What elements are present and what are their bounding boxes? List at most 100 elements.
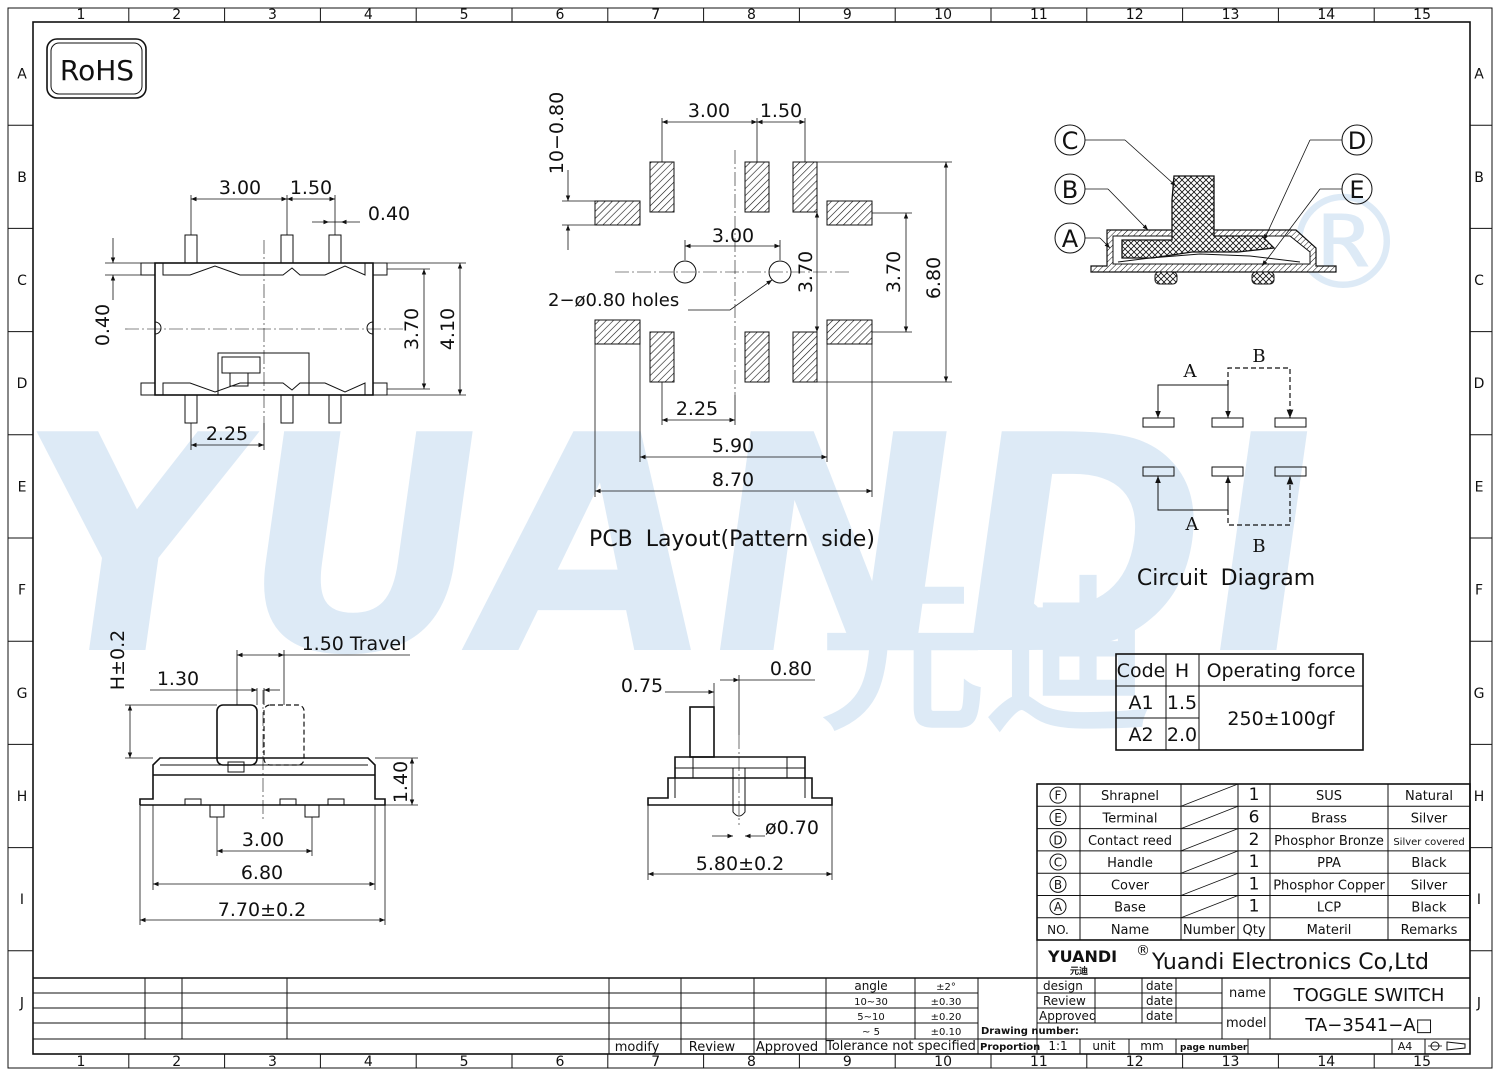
force-row1-code: A1 (1128, 692, 1153, 714)
title-drawing-number: Drawing number: (981, 1026, 1079, 1037)
side-dim-300: 3.00 (242, 829, 284, 851)
rohs-label: RoHS (60, 54, 134, 87)
bom-mark: B (1054, 878, 1062, 892)
grid-row-F-left: F (18, 583, 26, 599)
tol-5-10: 5~10 (857, 1012, 884, 1023)
pcb-pad (594, 319, 641, 345)
bom-mark-circle (1049, 875, 1067, 893)
side-dim-680: 6.80 (241, 862, 283, 884)
grid-row-B-left: B (17, 170, 27, 186)
grid-row-C-right: C (1474, 273, 1484, 289)
bom-remarks: Black (1411, 856, 1447, 871)
pcb-pad (649, 161, 675, 213)
pcb-dim-225: 2.25 (676, 398, 718, 420)
rohs-mark: RoHS (46, 38, 147, 99)
rev-modify: modify (615, 1040, 660, 1055)
bom-material: Brass (1311, 811, 1347, 826)
title-logo: YUANDI (1047, 947, 1117, 966)
rev-tolerance-title: Tolerance not specified (825, 1039, 976, 1054)
title-page-number: page number (1180, 1043, 1248, 1053)
end-view: 0.75 0.80 ø0.70 5.80±0.2 (621, 658, 833, 880)
bom-header-number: Number (1183, 923, 1236, 938)
side-dim-travel: 1.50 Travel (302, 633, 407, 655)
pcb-pad (826, 319, 873, 345)
grid-col-1-top: 1 (76, 7, 85, 23)
title-sheet: A4 (1398, 1040, 1413, 1053)
tol-angle-val: ±2° (936, 982, 956, 993)
grid-col-6-top: 6 (555, 7, 564, 23)
pcb-dim-300-top: 3.00 (688, 100, 730, 122)
projection-symbol-icon (1428, 1041, 1466, 1051)
bom-qty: 1 (1249, 874, 1260, 894)
grid-col-14-bottom: 14 (1317, 1054, 1335, 1070)
section-label-d: D (1348, 127, 1366, 155)
grid-row-I-left: I (20, 892, 24, 908)
top-dim-410: 4.10 (437, 308, 459, 350)
bom-qty: 2 (1249, 830, 1260, 850)
watermark-brand: YUANDI (0, 372, 1343, 721)
pcb-dim-590: 5.90 (712, 435, 754, 457)
top-dim-150: 1.50 (290, 177, 332, 199)
title-date-3: date (1146, 1009, 1173, 1023)
pcb-pad (744, 161, 770, 213)
pcb-pad (792, 161, 818, 213)
bom-mark: A (1054, 900, 1063, 914)
grid-col-7-top: 7 (651, 7, 660, 23)
grid-col-15-bottom: 15 (1413, 1054, 1431, 1070)
bom-name: Cover (1111, 878, 1150, 893)
bom-mark-circle (1049, 831, 1067, 849)
grid-col-2-top: 2 (172, 7, 181, 23)
grid-row-H-left: H (17, 789, 28, 805)
pcb-dim-870: 8.70 (712, 469, 754, 491)
bom-mark-circle (1049, 898, 1067, 916)
force-header-code: Code (1117, 660, 1166, 682)
grid-col-5-bottom: 5 (460, 1054, 469, 1070)
end-dim-075: 0.75 (621, 675, 663, 697)
tol-10-30: 10~30 (854, 997, 888, 1008)
bom-remarks: Silver covered (1393, 837, 1464, 848)
bom-name: Contact reed (1088, 834, 1172, 849)
circuit-diagram: A B A B Circuit Diagram (1137, 346, 1315, 591)
pcb-dim-370-b: 3.70 (883, 251, 905, 293)
section-label-b: B (1062, 176, 1078, 204)
bom-name: Base (1114, 901, 1146, 916)
circuit-a-bot: A (1185, 514, 1200, 535)
grid-row-B-right: B (1474, 170, 1484, 186)
pcb-dim-150-top: 1.50 (760, 100, 802, 122)
bom-qty: 6 (1249, 807, 1260, 827)
bom-mark: F (1055, 789, 1062, 803)
title-block: YUANDI 元迪 ® Yuandi Electronics Co,Ltd de… (981, 940, 1470, 1054)
title-approved: Approved (1039, 1009, 1097, 1023)
pcb-pad (744, 331, 770, 383)
force-table: Code H Operating force A1 1.5 A2 2.0 250… (1115, 653, 1364, 751)
title-proportion: Proportion (980, 1042, 1040, 1053)
force-header-force: Operating force (1207, 660, 1356, 682)
tol-5-10-val: ±0.20 (931, 1012, 962, 1023)
top-dim-300: 3.00 (219, 177, 261, 199)
title-reg: ® (1136, 943, 1150, 959)
bom-name: Handle (1107, 856, 1153, 871)
side-dim-130: 1.30 (157, 668, 199, 690)
side-dim-140: 1.40 (390, 761, 412, 803)
pcb-dim-300-mid: 3.00 (712, 225, 754, 247)
bom-material: LCP (1317, 901, 1341, 916)
circuit-title: Circuit Diagram (1137, 566, 1315, 591)
sheet-frame: 1122334455667788991010111112121313141415… (7, 7, 1493, 1070)
side-dim-h: H±0.2 (107, 630, 129, 690)
grid-col-1-bottom: 1 (76, 1054, 85, 1070)
grid-row-I-right: I (1477, 892, 1481, 908)
end-dim-070: ø0.70 (765, 817, 819, 839)
force-header-h: H (1175, 660, 1189, 682)
bom-mark: E (1054, 811, 1062, 825)
bom-qty: 1 (1249, 897, 1260, 917)
bom-material: Phosphor Bronze (1274, 834, 1384, 849)
grid-col-7-bottom: 7 (651, 1054, 660, 1070)
grid-row-J-right: J (1476, 995, 1481, 1011)
top-dim-225: 2.25 (206, 423, 248, 445)
grid-row-E-left: E (18, 479, 27, 495)
pcb-layout: 3.00 1.50 10−0.80 3.00 2−ø0.80 holes 3.7… (546, 92, 952, 552)
top-dim-370: 3.70 (401, 308, 423, 350)
